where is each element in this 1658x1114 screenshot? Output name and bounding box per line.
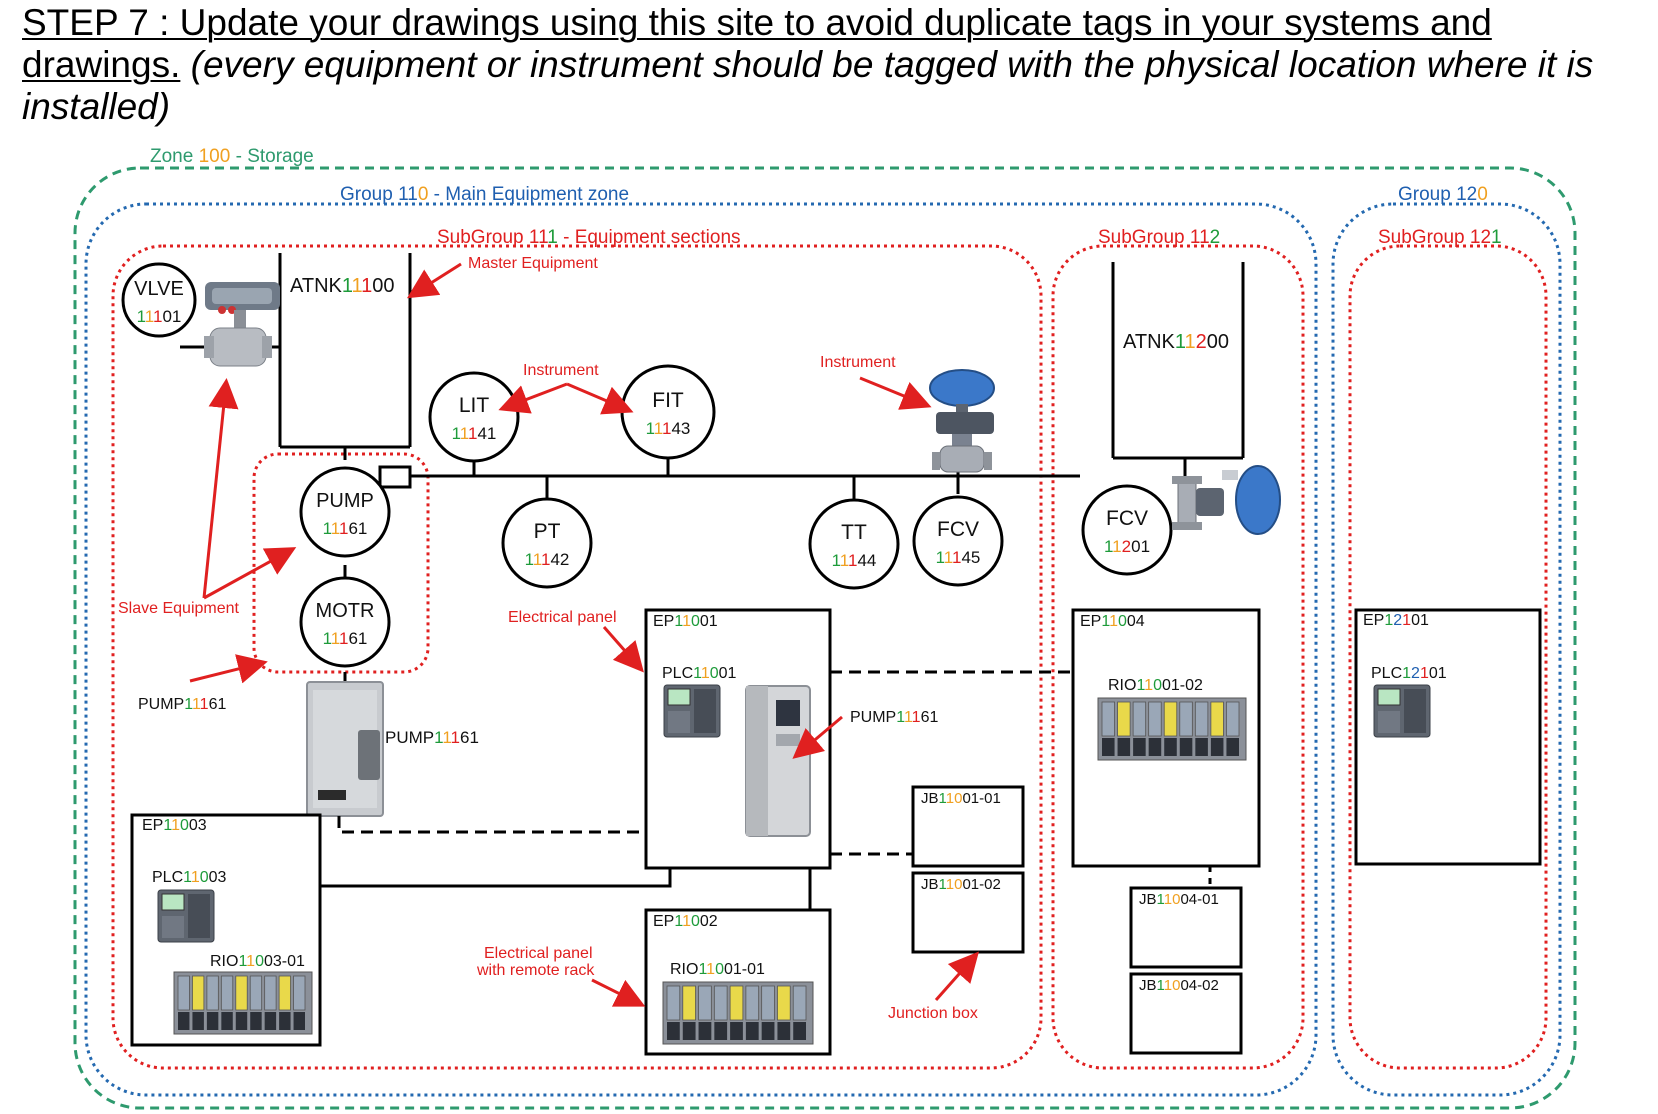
pump-motor-boundary bbox=[252, 452, 430, 674]
pt-instrument-bubble: PT 11142 bbox=[501, 497, 593, 589]
instrument-annotation-1: Instrument bbox=[523, 362, 599, 379]
zone-boundary bbox=[73, 166, 1577, 1110]
plc-11003-icon bbox=[157, 889, 215, 943]
lit-instrument-bubble: LIT 11141 bbox=[428, 371, 520, 463]
fcv2-instrument-bubble: FCV 11201 bbox=[1081, 484, 1173, 576]
subgroup-121-label: SubGroup 121 bbox=[1378, 227, 1502, 248]
junction-box-annotation: Junction box bbox=[888, 1005, 978, 1022]
annotation-arrows bbox=[189, 262, 979, 1007]
group-110-label: Group 110 - Main Equipment zone bbox=[340, 184, 629, 205]
jb-11001-02-box bbox=[911, 871, 1025, 954]
fit-instrument-bubble: FIT 11143 bbox=[620, 364, 716, 460]
atnk-11100-label: ATNK11100 bbox=[290, 275, 395, 297]
pump-drive-label: PUMP11161 bbox=[850, 709, 938, 726]
motr-tag-number: 11161 bbox=[323, 629, 368, 648]
rio-11001-02-icon bbox=[1097, 697, 1247, 761]
rio-11003-01-label: RIO11003-01 bbox=[210, 953, 305, 970]
lit-type-label: LIT bbox=[459, 394, 490, 417]
rio-11001-01-label: RIO11001-01 bbox=[670, 961, 765, 978]
subgroup-111-boundary bbox=[111, 244, 1043, 1070]
fit-tag-number: 11143 bbox=[646, 419, 691, 438]
step-heading: STEP 7 : Update your drawings using this… bbox=[22, 2, 1642, 128]
zone-label: Zone 100 - Storage bbox=[150, 146, 314, 167]
plc-12101-icon bbox=[1373, 684, 1431, 738]
motor-starter-icon bbox=[306, 681, 384, 817]
group-120-boundary bbox=[1331, 202, 1562, 1097]
group-120-label: Group 120 bbox=[1398, 184, 1488, 205]
slave-equipment-annotation: Slave Equipment bbox=[118, 600, 240, 617]
subgroup-112-boundary bbox=[1051, 244, 1305, 1070]
fcv1-tag-number: 11145 bbox=[936, 548, 981, 567]
fcv2-type-label: FCV bbox=[1106, 507, 1148, 530]
variable-frequency-drive-icon bbox=[745, 685, 811, 837]
plc-11003-label: PLC11003 bbox=[152, 869, 227, 886]
heading-note: (every equipment or instrument should be… bbox=[22, 44, 1594, 127]
jb-11004-01-label: JB11004-01 bbox=[1139, 891, 1219, 908]
tt-tag-number: 11144 bbox=[832, 551, 877, 570]
pump-type-label: PUMP bbox=[316, 490, 374, 512]
subgroup-111-label: SubGroup 111 - Equipment sections bbox=[437, 227, 741, 248]
cables bbox=[320, 670, 1212, 910]
pt-type-label: PT bbox=[534, 520, 561, 543]
vlve-tag-number: 11101 bbox=[137, 307, 182, 326]
fit-type-label: FIT bbox=[652, 389, 684, 412]
ep-12101-label: EP12101 bbox=[1363, 612, 1429, 629]
master-equipment-annotation: Master Equipment bbox=[468, 255, 598, 272]
jb-11001-01-box bbox=[911, 785, 1025, 868]
pump-left-label: PUMP11161 bbox=[138, 696, 226, 713]
heading-main: STEP 7 : Update your drawings using this… bbox=[22, 2, 1492, 85]
jb-11004-01-box bbox=[1129, 886, 1243, 969]
control-valve-11145-icon bbox=[929, 369, 995, 473]
vlve-instrument-bubble: VLVE 11101 bbox=[121, 262, 197, 338]
subgroup-112-label: SubGroup 112 bbox=[1098, 227, 1220, 248]
rio-11001-02-label: RIO11001-02 bbox=[1108, 677, 1203, 694]
ep-11001-label: EP11001 bbox=[653, 613, 718, 630]
jb-11004-02-label: JB11004-02 bbox=[1139, 977, 1219, 994]
tt-type-label: TT bbox=[841, 521, 867, 544]
pt-tag-number: 11142 bbox=[525, 550, 570, 569]
rio-11001-01-icon bbox=[662, 981, 814, 1045]
fcv1-instrument-bubble: FCV 11145 bbox=[912, 495, 1004, 587]
lit-tag-number: 11141 bbox=[452, 424, 497, 443]
jb-11004-02-box bbox=[1129, 972, 1243, 1055]
instrument-annotation-2: Instrument bbox=[820, 354, 896, 371]
plc-11001-label: PLC11001 bbox=[662, 665, 737, 682]
remote-rack-annotation-2: with remote rack bbox=[476, 962, 595, 979]
group-110-boundary bbox=[84, 202, 1318, 1097]
pump-tag-number: 11161 bbox=[323, 519, 368, 538]
tt-instrument-bubble: TT 11144 bbox=[808, 498, 900, 590]
subgroup-121-boundary bbox=[1348, 244, 1548, 1070]
plc-12101-label: PLC12101 bbox=[1371, 665, 1447, 682]
plc-11001-icon bbox=[663, 684, 721, 738]
control-valve-11201-icon bbox=[1172, 465, 1281, 535]
jb-11001-02-label: JB11001-02 bbox=[921, 876, 1001, 893]
rio-11003-01-icon bbox=[173, 971, 313, 1035]
fcv1-type-label: FCV bbox=[937, 518, 979, 541]
ep-11003-label: EP11003 bbox=[142, 817, 207, 834]
vlve-type-label: VLVE bbox=[134, 278, 184, 300]
fcv2-tag-number: 11201 bbox=[1104, 537, 1150, 556]
atnk-11200-label: ATNK11200 bbox=[1123, 331, 1229, 353]
ep-11004-label: EP11004 bbox=[1080, 613, 1145, 630]
pump-starter-label: PUMP11161 bbox=[385, 728, 479, 747]
motr-type-label: MOTR bbox=[316, 600, 375, 622]
remote-rack-annotation-1: Electrical panel bbox=[484, 945, 593, 962]
electrical-panel-annotation: Electrical panel bbox=[508, 609, 617, 626]
actuated-ball-valve-icon bbox=[204, 282, 280, 367]
jb-11001-01-label: JB11001-01 bbox=[921, 790, 1001, 807]
pump-instrument-bubble: PUMP 11161 bbox=[299, 466, 391, 558]
ep-11002-label: EP11002 bbox=[653, 913, 718, 930]
motr-instrument-bubble: MOTR 11161 bbox=[299, 576, 391, 668]
